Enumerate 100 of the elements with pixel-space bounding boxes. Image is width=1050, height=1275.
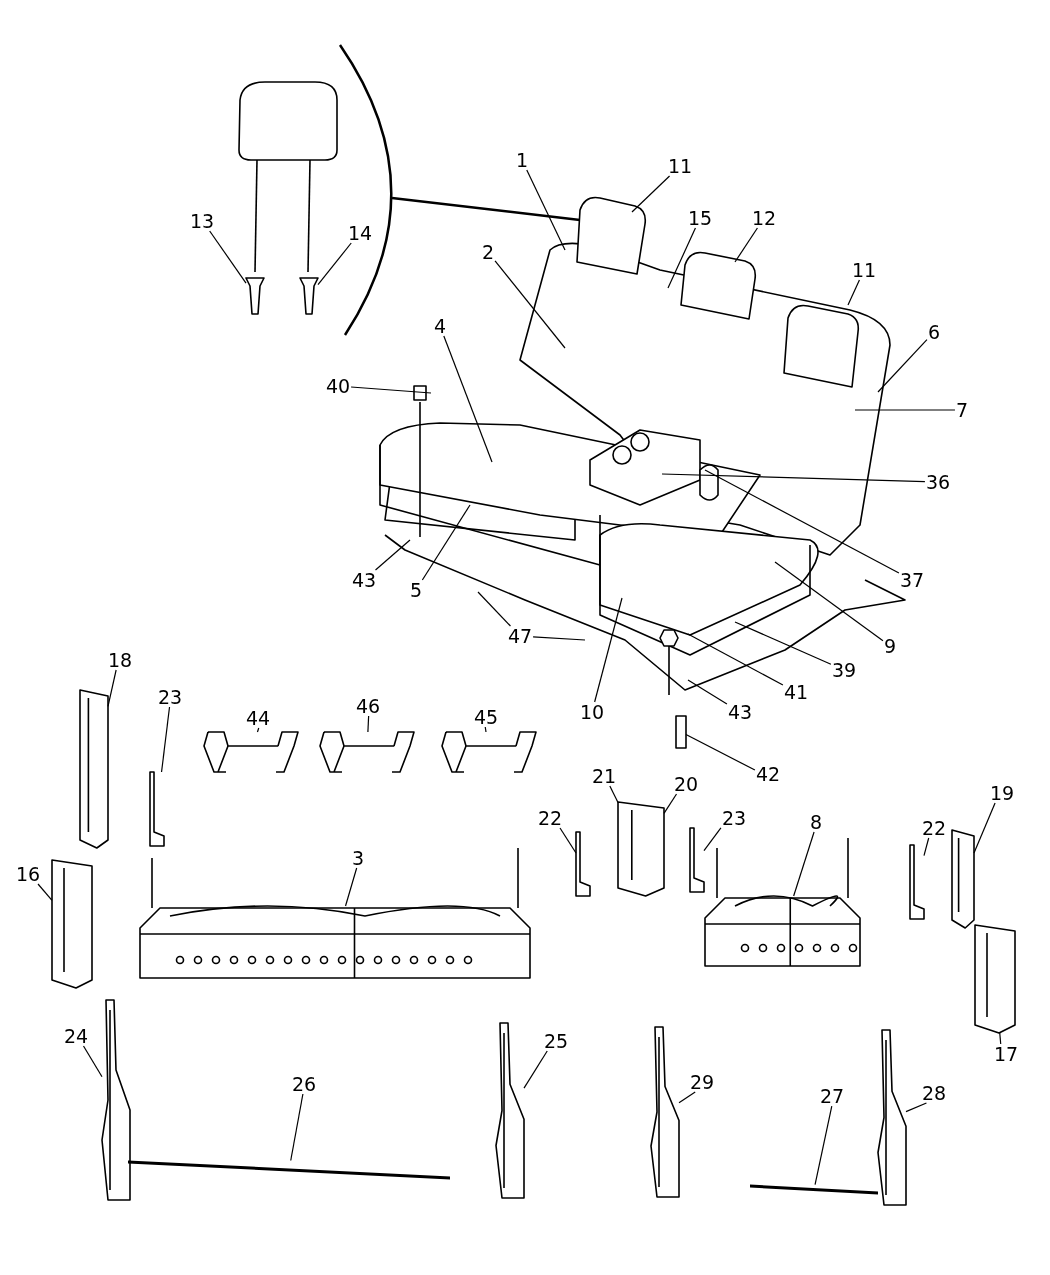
rod-drawing: [909, 844, 925, 920]
leader-line: [374, 539, 411, 571]
callout-number: 12: [750, 208, 778, 228]
callout-number: 25: [542, 1031, 570, 1051]
leader-line: [559, 827, 577, 854]
seat-riser-drawing: [650, 1026, 680, 1198]
leader-line: [847, 279, 861, 306]
leader-line: [477, 591, 512, 627]
clip-drawing: [441, 731, 537, 773]
callout-number: 44: [244, 708, 272, 728]
leader-line: [37, 883, 53, 902]
leader-line: [484, 726, 487, 733]
bolt-drawing: [245, 277, 265, 315]
leader-line: [532, 636, 586, 641]
callout-number: 6: [926, 322, 942, 342]
callout-number: 19: [988, 783, 1016, 803]
callout-number: 47: [506, 626, 534, 646]
latch-drawing: [617, 801, 665, 897]
leader-line: [774, 561, 884, 642]
leader-line: [82, 1045, 103, 1078]
leader-line: [814, 1105, 833, 1186]
leader-line: [687, 679, 728, 705]
seat-riser-drawing: [877, 1029, 907, 1206]
callout-number: 22: [536, 808, 564, 828]
callout-number: 28: [920, 1083, 948, 1103]
callout-number: 11: [850, 260, 878, 280]
leader-line: [160, 706, 171, 773]
leader-line: [999, 1032, 1002, 1045]
leader-line: [663, 793, 678, 814]
leader-line: [685, 733, 756, 771]
leader-line: [923, 837, 930, 857]
leader-line: [734, 621, 832, 665]
leader-line: [443, 335, 493, 463]
callout-number: 43: [350, 570, 378, 590]
callout-number: 20: [672, 774, 700, 794]
leader-line: [667, 227, 697, 289]
callout-number: 1: [514, 150, 530, 170]
bolt-drawing: [675, 715, 687, 749]
leader-line: [367, 715, 370, 733]
callout-number: 5: [408, 580, 424, 600]
bracket-drawing: [51, 859, 93, 989]
leader-line: [678, 1091, 696, 1104]
callout-number: 14: [346, 223, 374, 243]
rod-drawing: [689, 827, 705, 893]
callout-number: 42: [754, 764, 782, 784]
callout-number: 43: [726, 702, 754, 722]
seat-frame-drawing: [139, 905, 531, 979]
leader-line: [631, 175, 671, 213]
leader-line: [256, 727, 260, 733]
callout-number: 13: [188, 211, 216, 231]
callout-number: 4: [432, 316, 448, 336]
callout-number: 23: [156, 687, 184, 707]
callout-number: 36: [924, 472, 952, 492]
callout-number: 24: [62, 1026, 90, 1046]
callout-number: 7: [954, 400, 970, 420]
leader-line: [905, 1102, 928, 1113]
leader-line: [661, 473, 926, 483]
callout-number: 10: [578, 702, 606, 722]
rod-drawing: [149, 771, 165, 847]
leader-line: [704, 469, 900, 574]
callout-number: 22: [920, 818, 948, 838]
leader-line: [344, 867, 358, 907]
callout-number: 3: [350, 848, 366, 868]
leader-line: [526, 169, 566, 251]
callout-number: 15: [686, 208, 714, 228]
seat-frame-drawing: [704, 895, 861, 967]
bolt-drawing: [299, 277, 319, 315]
callout-number: 21: [590, 766, 618, 786]
clip-drawing: [203, 731, 299, 773]
leader-line: [107, 669, 117, 707]
leader-line: [877, 338, 928, 393]
leader-line: [609, 785, 619, 804]
rod-drawing: [750, 1184, 878, 1195]
leader-line: [793, 831, 815, 897]
callout-number: 45: [472, 707, 500, 727]
leader-line: [494, 260, 566, 349]
leader-line: [734, 227, 758, 263]
leader-line: [290, 1093, 304, 1162]
callout-number: 29: [688, 1072, 716, 1092]
leader-line: [594, 597, 623, 703]
bracket-drawing: [951, 829, 975, 929]
callout-number: 9: [882, 636, 898, 656]
callout-number: 8: [808, 812, 824, 832]
callout-number: 17: [992, 1044, 1020, 1064]
callout-number: 2: [480, 242, 496, 262]
leader-line: [523, 1050, 548, 1089]
seat-riser-drawing: [495, 1022, 525, 1199]
callout-number: 11: [666, 156, 694, 176]
callout-number: 26: [290, 1074, 318, 1094]
leader-line: [854, 409, 956, 411]
seat-riser-drawing: [101, 999, 131, 1201]
leader-line: [317, 242, 352, 286]
leader-line: [703, 827, 722, 852]
callout-number: 18: [106, 650, 134, 670]
leader-line: [350, 386, 432, 394]
rod-drawing: [575, 831, 591, 897]
callout-number: 39: [830, 660, 858, 680]
leader-line: [973, 802, 996, 854]
rod-drawing: [128, 1160, 450, 1180]
leader-line: [209, 230, 247, 284]
